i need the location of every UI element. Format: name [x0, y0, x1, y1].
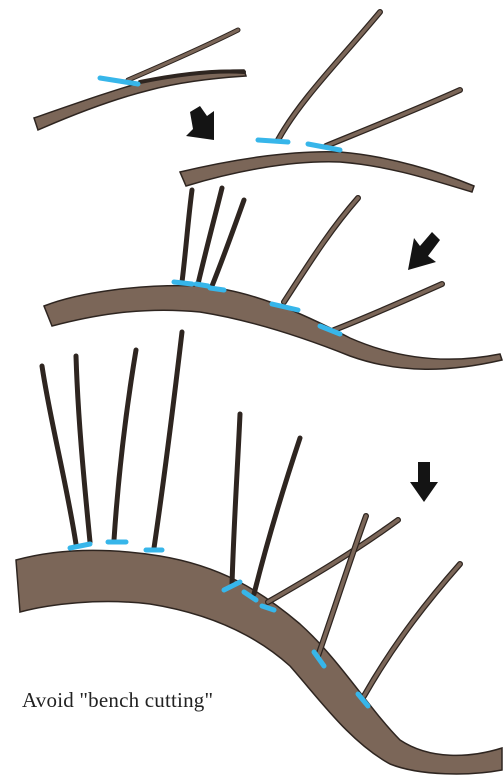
- shoot: [334, 284, 442, 330]
- shoot: [154, 332, 182, 548]
- arrow-down-icon: [410, 462, 438, 502]
- main-branch: [44, 286, 502, 370]
- main-branch: [180, 152, 474, 192]
- shoot: [114, 350, 136, 540]
- shoot: [182, 190, 192, 282]
- shoot: [318, 516, 366, 656]
- cut-mark: [258, 140, 288, 142]
- shoot: [364, 564, 460, 696]
- shoot: [254, 438, 300, 594]
- arrow-down-left-icon: [408, 232, 440, 270]
- cut-mark: [196, 284, 208, 286]
- caption: Avoid "bench cutting": [22, 688, 213, 713]
- main-branch: [34, 70, 246, 130]
- shoot: [42, 366, 76, 544]
- cut-mark: [210, 288, 224, 290]
- cut-mark: [174, 282, 192, 284]
- stage-1: [34, 30, 246, 130]
- shoot: [232, 414, 240, 584]
- shoot: [76, 356, 90, 542]
- cut-mark: [70, 544, 90, 548]
- stage-3: [44, 188, 502, 369]
- shoot: [326, 90, 460, 146]
- arrow-down-right-icon: [186, 106, 214, 140]
